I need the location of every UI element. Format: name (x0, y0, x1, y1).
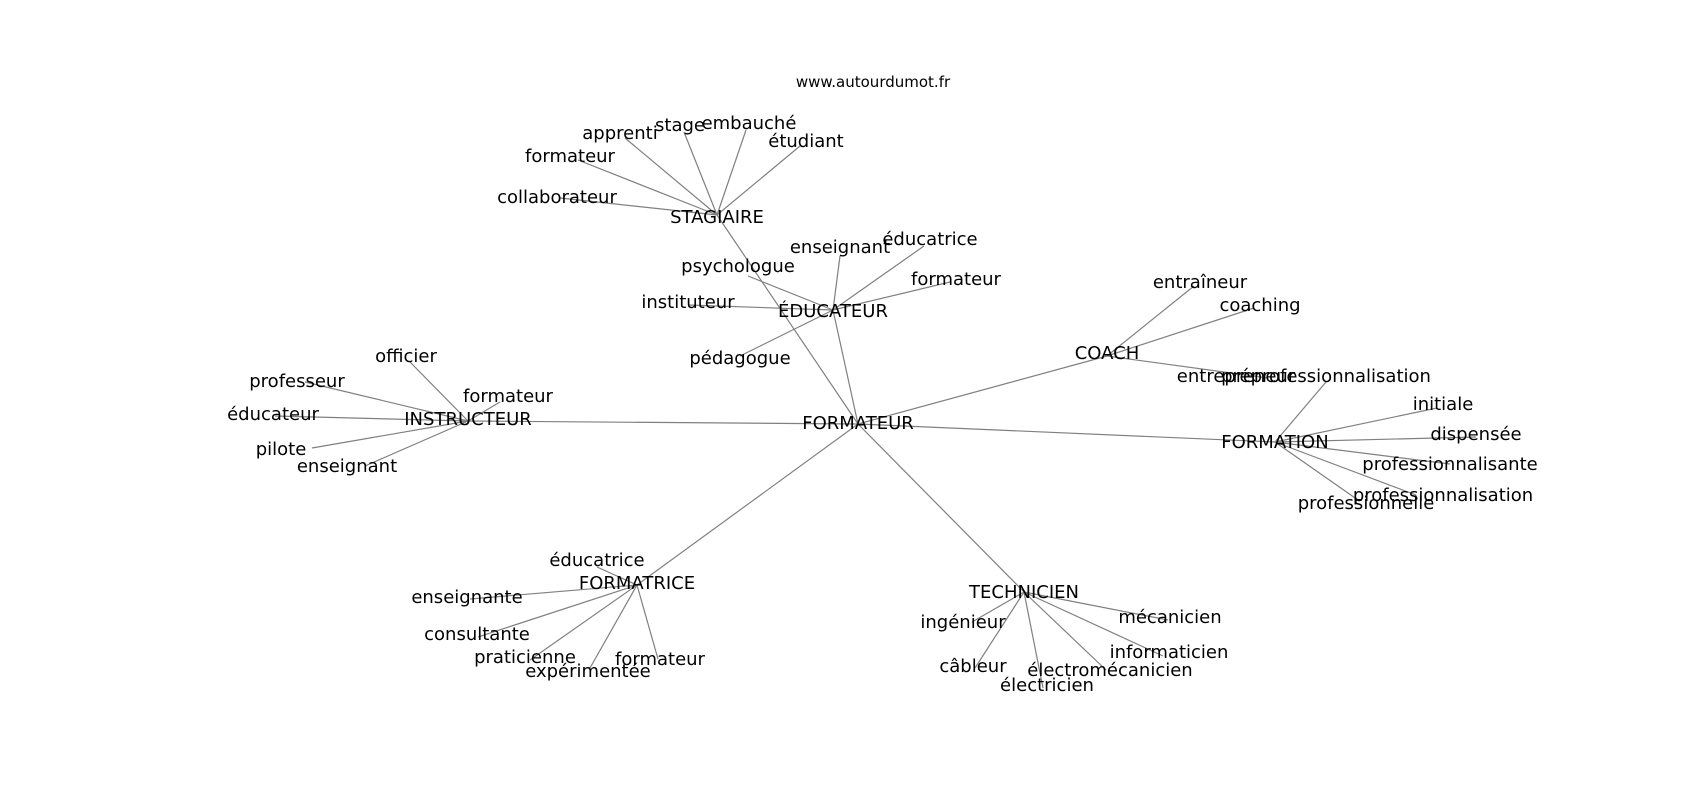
leaf-node-cableur: câbleur (939, 656, 1007, 677)
leaf-node-initiale: initiale (1413, 394, 1474, 415)
edge-educateur-educatrice (832, 245, 925, 311)
edge-educateur-instituteur (687, 304, 834, 311)
leaf-node-entrepreneur: entrepreneur (1177, 366, 1296, 387)
edge-center-coach (857, 355, 1108, 425)
edge-formation-preprofessionnalisation (1274, 381, 1327, 443)
edge-stagiaire-apprenti (624, 137, 718, 216)
leaf-node-stage: stage (655, 115, 705, 136)
leaf-node-entraineur: entraîneur (1153, 272, 1248, 293)
leaf-node-professionnelle: professionnelle (1298, 493, 1435, 514)
leaf-node-ingenieur: ingénieur (920, 612, 1006, 633)
cluster-node-technicien: TECHNICIEN (968, 582, 1079, 603)
edge-technicien-cableur (974, 591, 1025, 669)
leaf-node-formateur: formateur (463, 386, 554, 407)
edge-stagiaire-stage (683, 131, 718, 216)
leaf-node-electromecanicien: électromécanicien (1027, 660, 1192, 681)
cluster-node-formatrice: FORMATRICE (579, 573, 695, 594)
edge-center-technicien (857, 423, 1025, 593)
leaf-node-preprofessionnalisation: préprofessionnalisation (1221, 366, 1431, 387)
edge-formation-professionnalisante (1274, 441, 1451, 465)
edge-instructeur-enseignant (364, 420, 469, 467)
leaf-node-mecanicien: mécanicien (1118, 607, 1221, 628)
edge-coach-entrepreneur (1106, 355, 1269, 379)
edge-center-formatrice (636, 423, 859, 586)
leaf-node-formateur: formateur (615, 649, 706, 670)
edge-center-educateur (832, 309, 859, 425)
leaf-node-professionnalisante: professionnalisante (1362, 454, 1537, 475)
cluster-node-stagiaire: STAGIAIRE (670, 207, 764, 228)
source-caption: www.autourdumot.fr (796, 73, 951, 91)
graph-edges (274, 129, 1477, 689)
leaf-node-professeur: professeur (249, 371, 345, 392)
leaf-node-educatrice: éducatrice (549, 550, 644, 571)
leaf-node-professionnalisation: professionnalisation (1353, 485, 1533, 506)
edge-center-instructeur (467, 420, 859, 425)
leaf-node-pilote: pilote (256, 439, 307, 460)
center-node-label: FORMATEUR (802, 413, 914, 434)
graph-labels: FORMATEUR STAGIAIRE collaborateur formateur… (227, 113, 1538, 696)
leaf-node-embauche: embauché (702, 113, 797, 134)
edge-formation-professionnalisation (1274, 441, 1417, 496)
edge-formation-professionnelle (1274, 441, 1359, 501)
edge-educateur-psychologue (747, 275, 834, 311)
edge-formatrice-praticienne (529, 584, 638, 661)
cluster-node-formation: FORMATION (1221, 432, 1328, 453)
edge-formation-initiale (1274, 407, 1438, 443)
cluster-node-educateur: ÉDUCATEUR (778, 300, 888, 322)
edge-educateur-pedagogue (739, 309, 834, 357)
leaf-node-enseignante: enseignante (411, 587, 522, 608)
edge-stagiaire-etudiant (716, 145, 801, 216)
edge-stagiaire-embauche (716, 129, 747, 216)
leaf-node-enseignant: enseignant (297, 456, 397, 477)
edge-technicien-informaticien (1023, 591, 1164, 657)
edge-coach-entraineur (1106, 285, 1195, 357)
leaf-node-enseignant: enseignant (790, 237, 890, 258)
edge-center-stagiaire (716, 214, 859, 425)
edge-instructeur-educateur (274, 415, 469, 422)
edge-formatrice-experimentee (589, 584, 638, 669)
leaf-node-instituteur: instituteur (641, 292, 735, 313)
leaf-node-praticienne: praticienne (474, 647, 576, 668)
edge-instructeur-officier (409, 361, 469, 422)
leaf-node-informaticien: informaticien (1110, 642, 1229, 663)
leaf-node-educatrice: éducatrice (882, 229, 977, 250)
edge-instructeur-pilote (311, 420, 469, 449)
leaf-node-consultante: consultante (424, 624, 530, 645)
edge-educateur-enseignant (832, 255, 841, 311)
edge-formatrice-consultante (477, 584, 638, 638)
cluster-node-coach: COACH (1075, 343, 1140, 364)
edge-stagiaire-formateur (577, 159, 718, 216)
edge-technicien-electricien (1023, 591, 1044, 689)
leaf-node-apprenti: apprenti (582, 123, 657, 144)
leaf-node-educateur: éducateur (227, 404, 319, 425)
leaf-node-pedagogue: pédagogue (689, 348, 790, 369)
leaf-node-officier: officier (375, 346, 437, 367)
leaf-node-psychologue: psychologue (681, 256, 795, 277)
leaf-node-formateur: formateur (525, 146, 616, 167)
edge-stagiaire-collaborateur (559, 197, 718, 216)
edge-formatrice-enseignante (469, 584, 638, 600)
leaf-node-formateur: formateur (911, 269, 1002, 290)
edge-center-formation (857, 423, 1276, 443)
edge-formation-dispensee (1274, 436, 1477, 443)
edge-formatrice-formateur (636, 584, 659, 660)
edge-technicien-mecanicien (1023, 591, 1169, 621)
edge-technicien-electromecanicien (1023, 591, 1107, 671)
leaf-node-coaching: coaching (1219, 295, 1300, 316)
cluster-node-instructeur: INSTRUCTEUR (404, 409, 532, 430)
leaf-node-etudiant: étudiant (768, 131, 843, 152)
edge-instructeur-formateur (467, 401, 501, 422)
leaf-node-electricien: électricien (1000, 675, 1094, 696)
leaf-node-experimentee: expérimentée (525, 661, 651, 682)
leaf-node-dispensee: dispensée (1430, 424, 1521, 445)
leaf-node-collaborateur: collaborateur (497, 187, 617, 208)
edge-educateur-formateur (832, 281, 951, 311)
edge-instructeur-professeur (304, 381, 469, 422)
edge-technicien-ingenieur (971, 591, 1025, 623)
edge-coach-coaching (1106, 307, 1255, 357)
edge-formatrice-educatrice (596, 566, 638, 586)
